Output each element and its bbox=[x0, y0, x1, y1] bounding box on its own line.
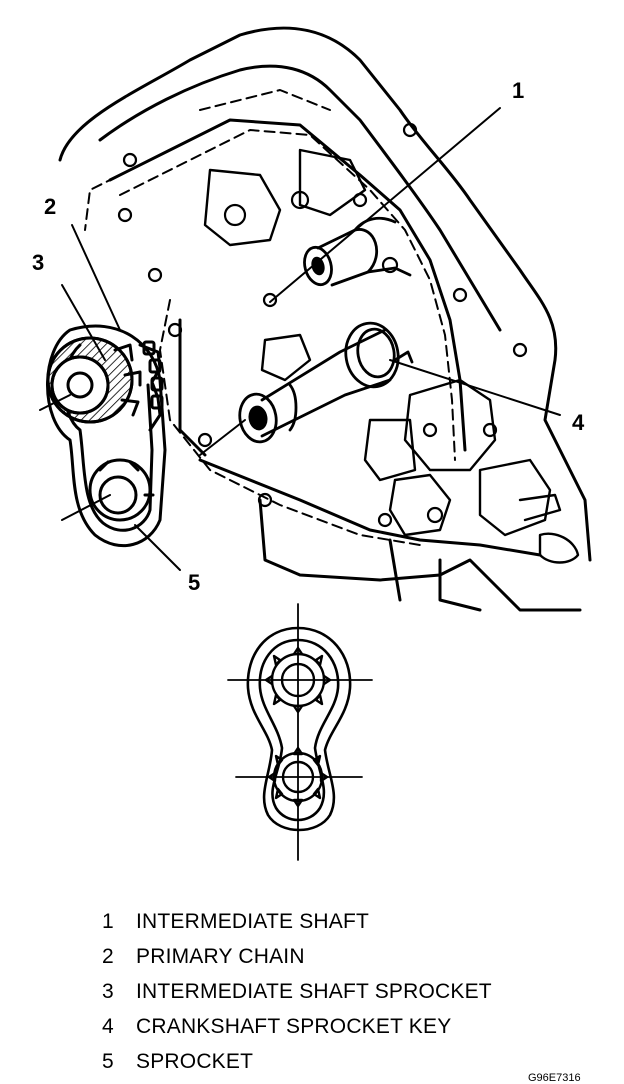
legend-number: 2 bbox=[102, 944, 114, 968]
callout-4: 4 bbox=[572, 410, 585, 435]
legend-number: 3 bbox=[102, 979, 114, 1003]
legend-number: 1 bbox=[102, 909, 114, 933]
legend-label: SPROCKET bbox=[136, 1049, 254, 1073]
legend-item: 1 INTERMEDIATE SHAFT bbox=[102, 904, 492, 939]
legend-number: 4 bbox=[102, 1014, 114, 1038]
figure-code: G96E7316 bbox=[528, 1072, 581, 1084]
block-features bbox=[203, 148, 580, 564]
callout-5: 5 bbox=[188, 570, 201, 595]
legend-number: 5 bbox=[102, 1049, 114, 1073]
legend-item: 4 CRANKSHAFT SPROCKET KEY bbox=[102, 1009, 492, 1044]
parts-legend: 1 INTERMEDIATE SHAFT 2 PRIMARY CHAIN 3 I… bbox=[102, 904, 492, 1079]
sprocket-schematic bbox=[227, 603, 373, 861]
legend-item: 2 PRIMARY CHAIN bbox=[102, 939, 492, 974]
crankshaft bbox=[238, 321, 414, 444]
leader-lines bbox=[39, 107, 561, 571]
callout-1: 1 bbox=[512, 78, 525, 103]
legend-item: 5 SPROCKET bbox=[102, 1044, 492, 1079]
engine-diagram bbox=[39, 26, 592, 861]
legend-item: 3 INTERMEDIATE SHAFT SPROCKET bbox=[102, 974, 492, 1009]
timing-assembly bbox=[46, 324, 167, 548]
callout-3: 3 bbox=[32, 250, 45, 275]
legend-label: CRANKSHAFT SPROCKET KEY bbox=[136, 1014, 452, 1038]
legend-label: INTERMEDIATE SHAFT bbox=[136, 909, 370, 933]
engine-block bbox=[58, 26, 592, 612]
callout-2: 2 bbox=[44, 194, 57, 219]
legend-label: PRIMARY CHAIN bbox=[136, 944, 305, 968]
intermediate-shaft bbox=[303, 216, 412, 287]
gasket-outline bbox=[84, 89, 456, 546]
legend-label: INTERMEDIATE SHAFT SPROCKET bbox=[136, 979, 492, 1003]
